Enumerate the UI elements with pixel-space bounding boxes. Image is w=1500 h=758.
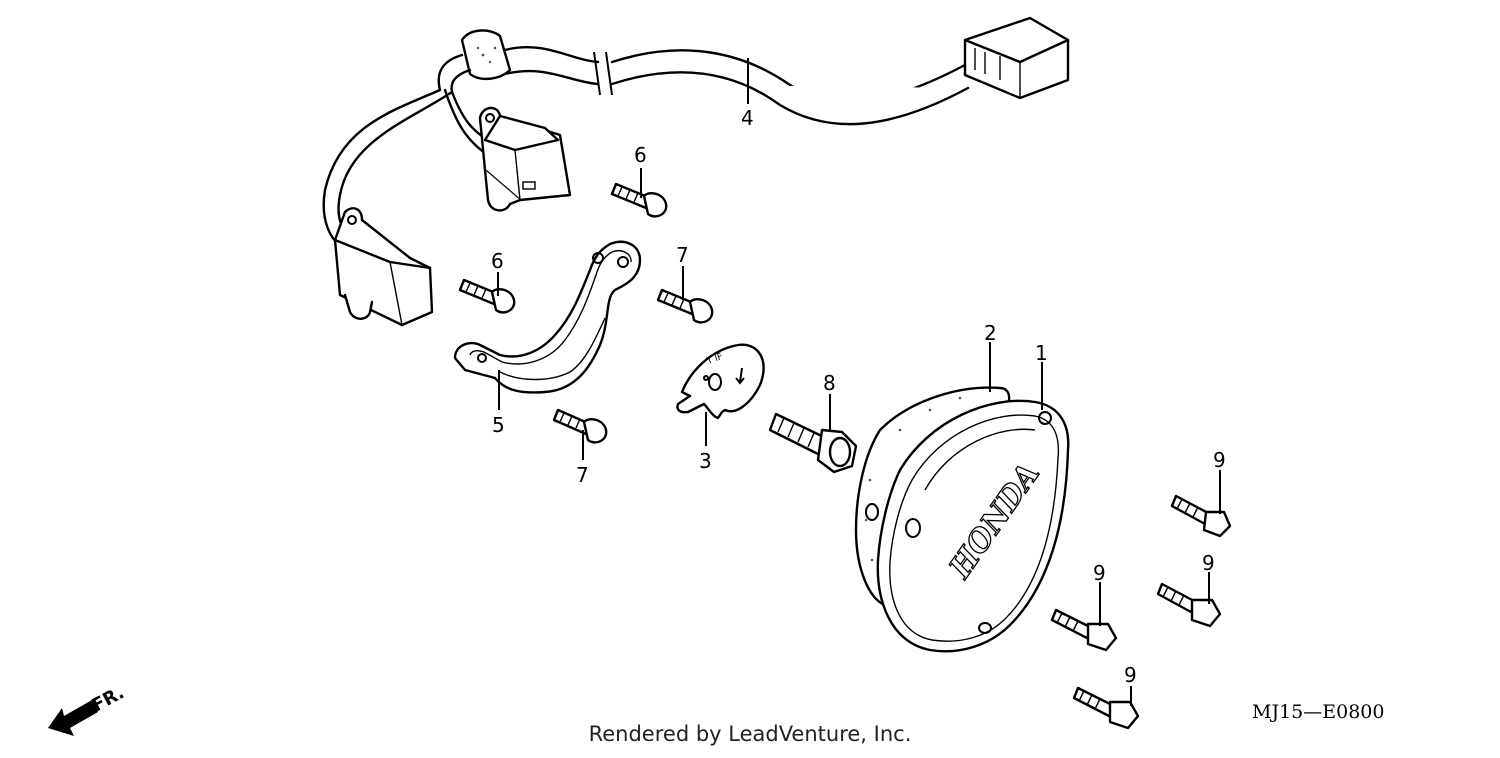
callout-8: 8 <box>823 371 836 395</box>
callout-4: 4 <box>741 106 754 130</box>
callout-6-upper: 6 <box>634 143 647 167</box>
leader-lines <box>497 58 1221 706</box>
screw-9-b[interactable] <box>1156 582 1222 628</box>
cover[interactable]: HONDA <box>876 399 1070 653</box>
callout-5: 5 <box>492 413 505 437</box>
bolt-6-lower[interactable] <box>458 278 516 314</box>
bolt-7-upper[interactable] <box>656 288 714 324</box>
timing-plate[interactable]: T IF <box>676 343 765 420</box>
callout-3: 3 <box>699 449 712 473</box>
callout-9-d: 9 <box>1124 663 1137 687</box>
callout-2: 2 <box>984 321 997 345</box>
bolt-6-upper[interactable] <box>610 182 668 218</box>
screw-9-d[interactable] <box>1072 686 1140 730</box>
diagram-code: MJ15—E0800 <box>1252 701 1384 723</box>
callout-6-lower: 6 <box>491 249 504 273</box>
callout-9-a: 9 <box>1213 448 1226 472</box>
bolt-8[interactable] <box>768 412 858 474</box>
callout-labels: 1 2 3 4 5 6 6 7 7 8 9 9 9 9 <box>491 106 1226 687</box>
arrow-icon <box>48 700 98 736</box>
base-plate[interactable] <box>453 240 642 394</box>
screw-9-c[interactable] <box>1050 608 1118 652</box>
callout-1: 1 <box>1035 341 1048 365</box>
wire-harness[interactable] <box>322 16 1070 252</box>
credit-text: Rendered by LeadVenture, Inc. <box>588 722 912 746</box>
callout-9-c: 9 <box>1093 561 1106 585</box>
callout-7-upper: 7 <box>676 243 689 267</box>
callout-7-lower: 7 <box>576 463 589 487</box>
pulse-generator-upper[interactable] <box>478 106 572 212</box>
bolt-7-lower[interactable] <box>552 408 608 444</box>
pulse-generator-lower[interactable] <box>333 207 434 327</box>
callout-9-b: 9 <box>1202 551 1215 575</box>
screw-9-a[interactable] <box>1170 494 1232 538</box>
